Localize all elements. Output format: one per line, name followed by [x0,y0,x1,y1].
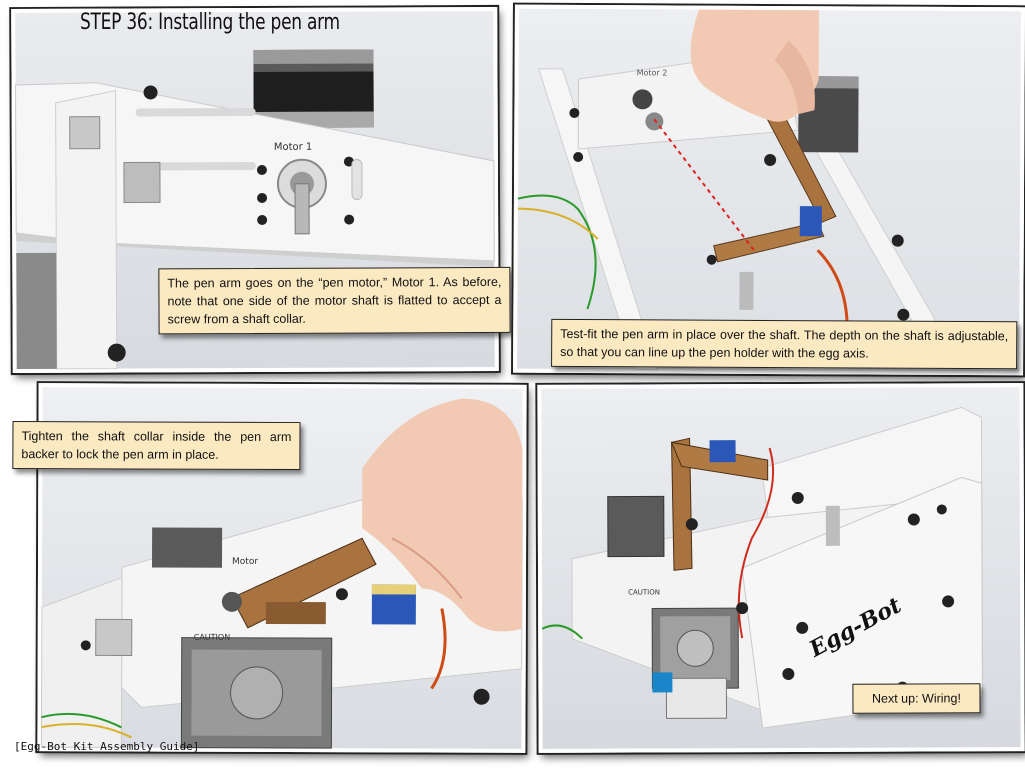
plate-label-motor: Motor [232,557,258,567]
footer-guide-title: [Egg-Bot Kit Assembly Guide] [14,740,200,753]
photo-panel-4: Egg-Bot CAUTION Next up: Wiring! [537,383,1025,753]
photo-panel-1: Motor 1 The pen arm goes on the “pen mot… [11,6,511,374]
plate-label-motor-1: Motor 1 [274,142,312,153]
photo-panel-3: Motor CAUTION Tighten the shaft collar i… [12,383,527,753]
photo-assembled-eggbot: Egg-Bot CAUTION [541,387,1021,749]
photo-motor-1-plate: Motor 1 [15,10,495,370]
page-title: STEP 36: Installing the pen arm [80,10,340,35]
photo-tighten-collar: Motor CAUTION [40,387,523,749]
caution-label-2: CAUTION [628,588,660,596]
caution-label: CAUTION [194,633,230,642]
caption-tighten-collar: Tighten the shaft collar inside the pen … [12,421,301,471]
photo-test-fit: Motor 2 [517,8,1021,372]
caption-pen-motor: The pen arm goes on the “pen motor,” Mot… [158,266,511,335]
photo-panel-2: Motor 2 Test-fit the pen arm in place ov… [513,4,1025,376]
plate-label-motor-2: Motor 2 [637,68,668,77]
caption-test-fit: Test-fit the pen arm in place over the s… [551,318,1018,370]
caption-next-up: Next up: Wiring! [852,683,981,714]
